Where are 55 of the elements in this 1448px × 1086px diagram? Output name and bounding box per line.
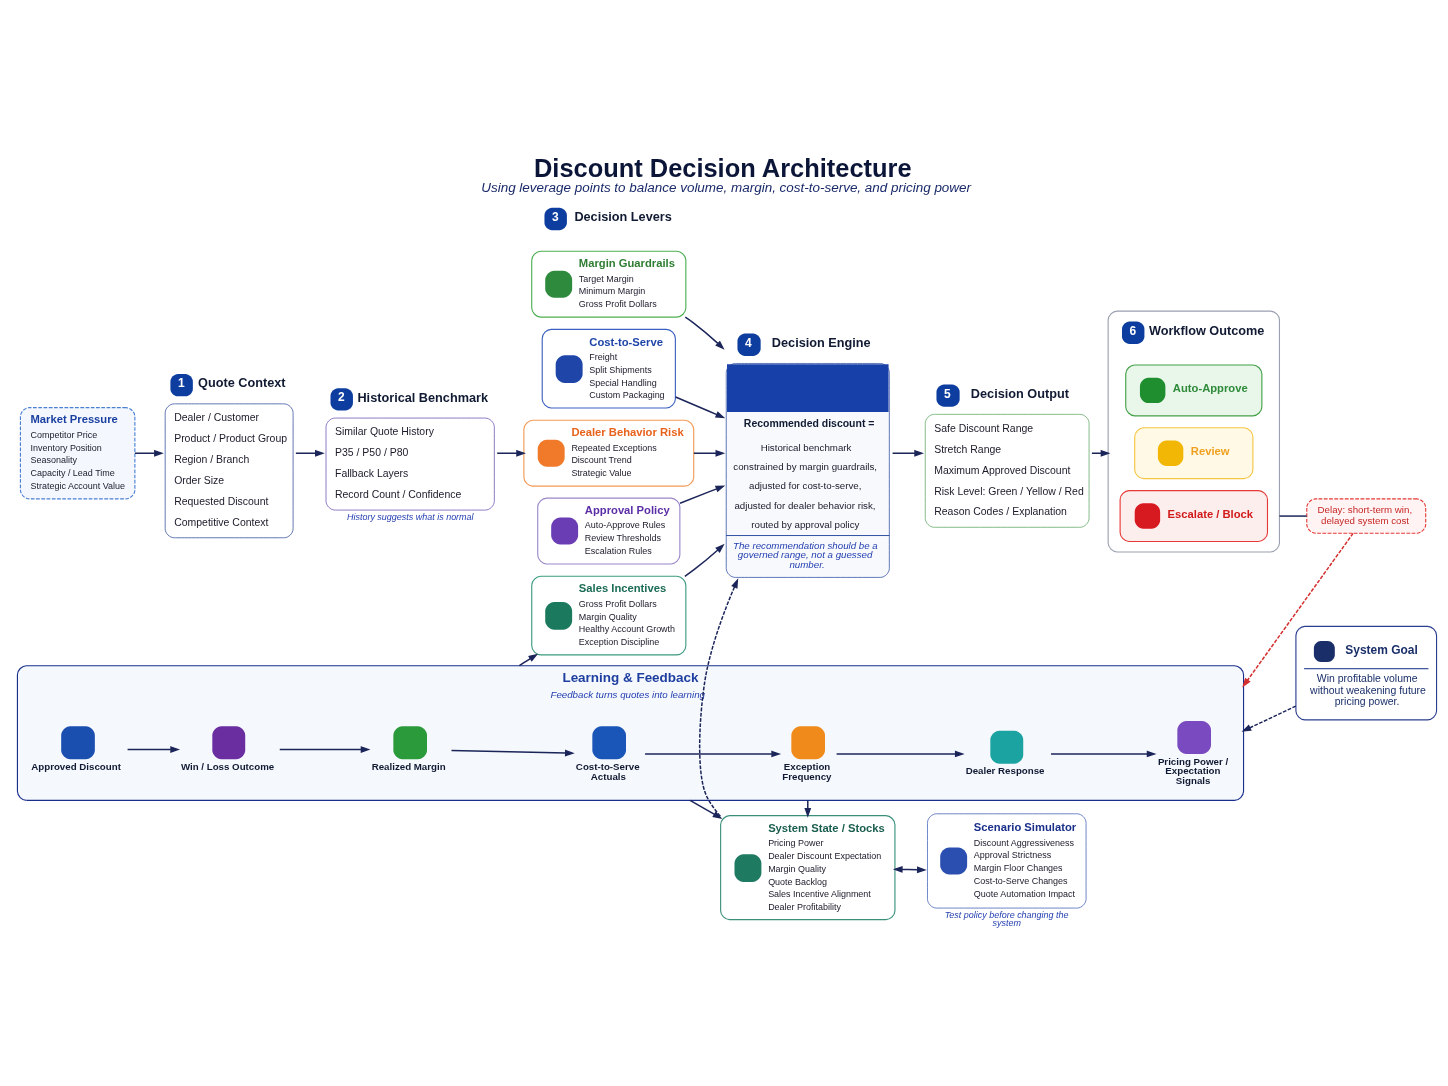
node-box	[1177, 721, 1211, 754]
arrow	[518, 653, 539, 667]
arrow	[684, 316, 725, 350]
arrow	[450, 749, 575, 757]
label: 3	[551, 210, 559, 225]
node-label: Exception Frequency	[782, 760, 832, 782]
arrow	[693, 449, 726, 457]
arrow	[891, 449, 924, 457]
node-label: Test policy before changing the system	[944, 909, 1069, 929]
node-box	[61, 726, 95, 760]
connector	[1278, 515, 1308, 517]
node-box: Margin Guardrails Target Margin Minimum Margin Gross Profit Dollars	[531, 250, 687, 318]
arrow	[698, 578, 739, 817]
diagram-title: Discount Decision Architecture	[533, 153, 912, 182]
arrow	[644, 750, 782, 758]
arrow	[126, 746, 181, 753]
arrow	[1241, 705, 1297, 732]
arrow	[279, 746, 371, 753]
arrow	[674, 396, 726, 419]
node-box: System Goal Win profitable volume without weakening future pricing power.	[1295, 625, 1438, 721]
node-box	[393, 726, 427, 760]
arrow	[684, 543, 725, 578]
node-label: Pricing Power / Expectation Signals	[1157, 755, 1229, 787]
caption: Using leverage points to balance volume, margin, cost-to-serve, and pricing power	[481, 180, 972, 196]
arrow	[679, 485, 726, 504]
node-box: Cost-to-Serve Freight Split Shipments Special Handling Custom Packaging	[541, 328, 676, 409]
node-box	[592, 726, 626, 760]
node-label: Realized Margin	[371, 760, 446, 772]
node-box: Delay: short-term win, delayed system cost	[1306, 498, 1427, 534]
node-label: History suggests what is normal	[346, 511, 474, 522]
node-box: Market Pressure Competitor Price Inventory Position Seasonality Capacity / Lead Time Strategic Account Value	[19, 407, 136, 500]
node-box: Approval Policy Auto-Approve Rules Review Thresholds Escalation Rules	[537, 497, 681, 565]
node-box	[791, 726, 825, 760]
node-label: Win / Loss Outcome	[180, 760, 275, 772]
arrow	[1091, 449, 1111, 457]
arrow	[689, 799, 723, 819]
arrow	[1242, 532, 1354, 688]
node-label: Dealer Response	[965, 765, 1045, 777]
node-label: Approved Discount	[31, 760, 121, 772]
label: Decision Levers	[574, 209, 672, 225]
node-label: Cost-to-Serve Actuals	[575, 760, 640, 782]
node-box: Review	[1134, 427, 1254, 480]
node-box: Auto-Approve	[1125, 364, 1263, 417]
arrow	[496, 449, 526, 457]
arrow	[134, 449, 164, 457]
node-box: System State / Stocks Pricing Power Dealer Discount Expectation Margin Quality Quote Backlog Sales Incentive Alignment Dealer Profitability	[720, 815, 896, 921]
node-box: Dealer Behavior Risk Repeated Exceptions Discount Trend Strategic Value	[523, 419, 695, 487]
node-box	[212, 726, 246, 760]
arrow	[295, 449, 325, 457]
arrow	[835, 750, 965, 758]
arrow	[804, 799, 812, 818]
node-box: Escalate / Block	[1119, 490, 1269, 543]
node-box: Sales Incentives Gross Profit Dollars Margin Quality Healthy Account Growth Exception Discipline	[531, 575, 687, 656]
arrow	[1050, 750, 1157, 758]
node-box	[990, 730, 1024, 764]
